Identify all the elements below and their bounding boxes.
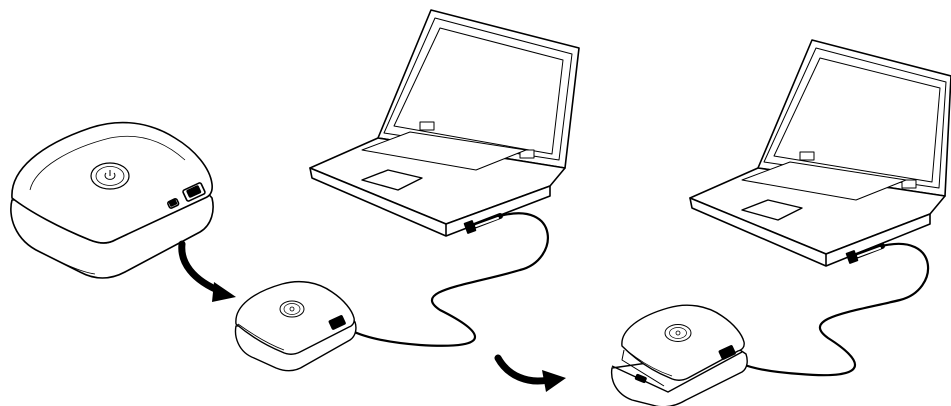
laptop-icon	[690, 40, 951, 266]
power-icon	[91, 163, 129, 189]
laptop-icon	[310, 10, 579, 236]
power-icon	[665, 325, 691, 342]
device-open	[612, 305, 748, 406]
curved-arrow-head	[212, 282, 236, 302]
curved-arrow-head	[542, 370, 566, 392]
device-small	[236, 282, 356, 371]
power-icon	[280, 301, 304, 317]
curved-arrow-icon	[498, 358, 548, 381]
